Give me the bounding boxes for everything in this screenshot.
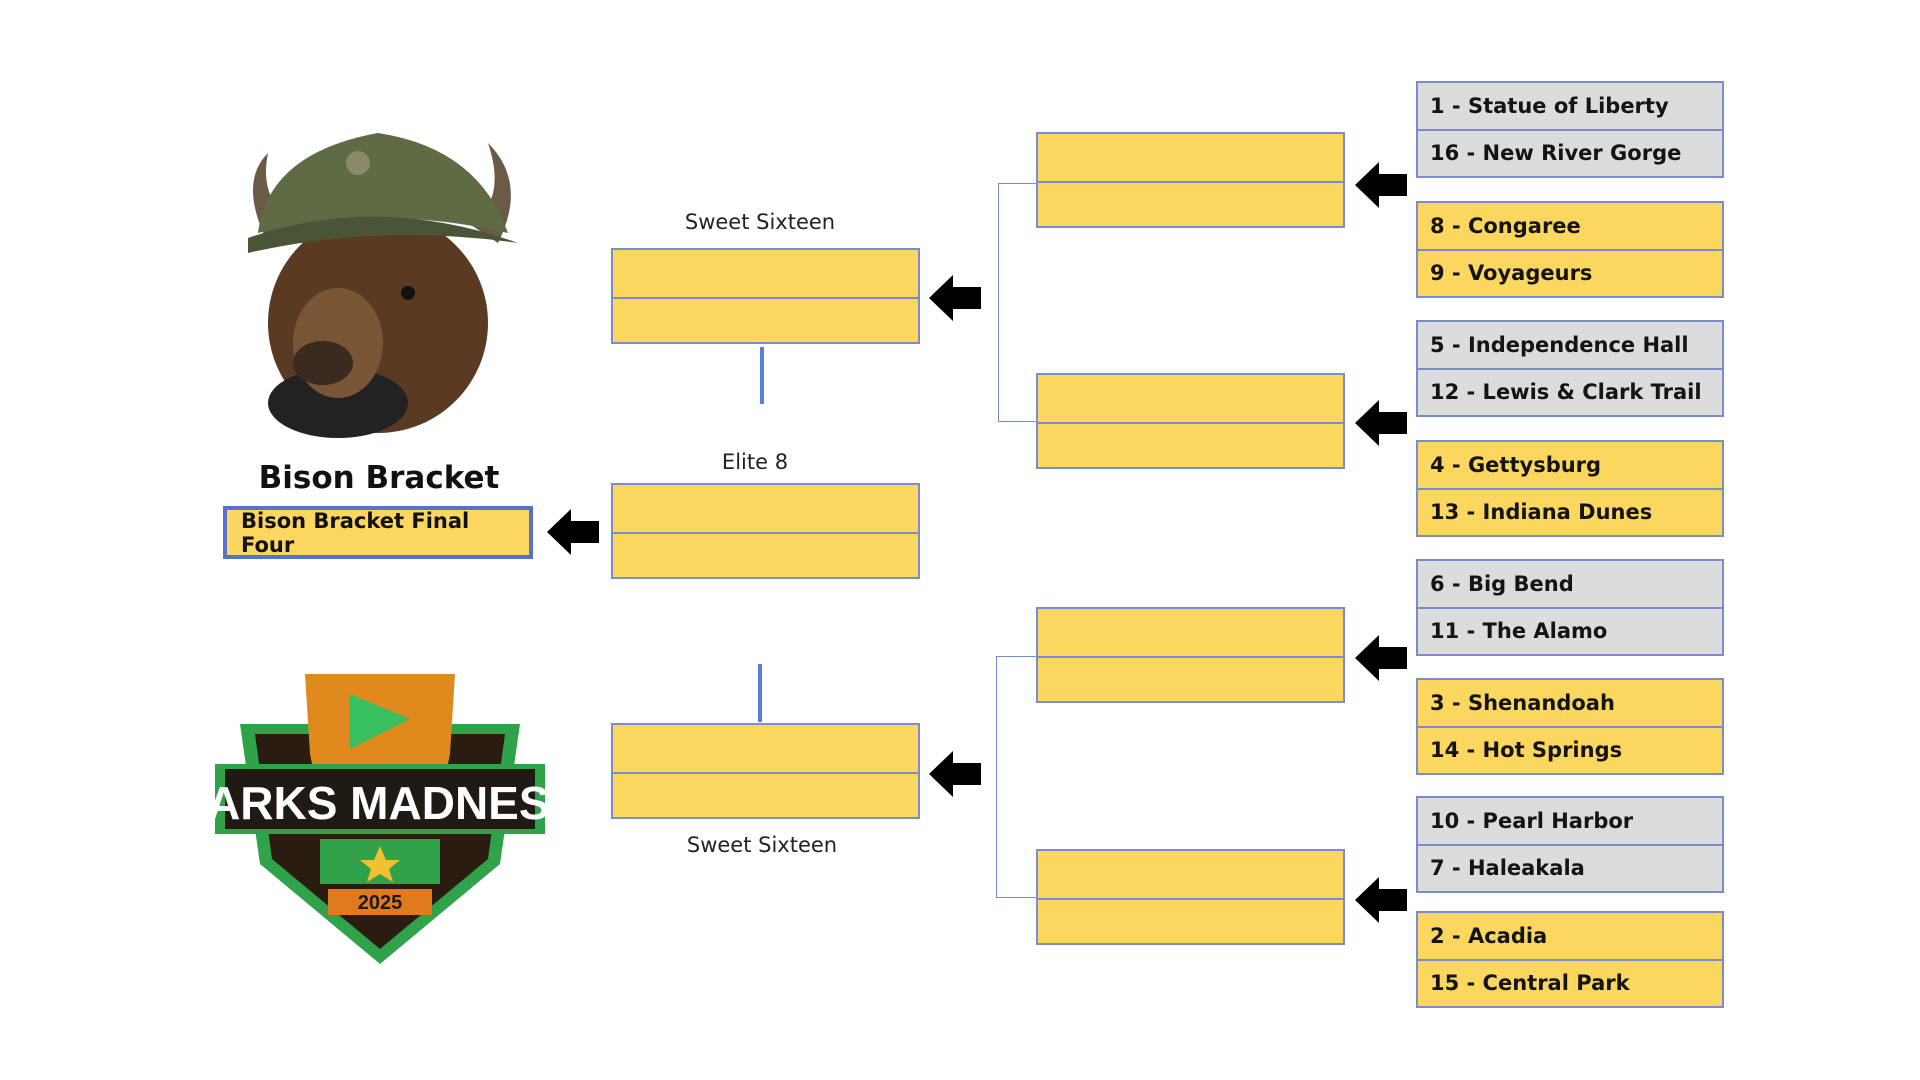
final-four-box[interactable]: Bison Bracket Final Four (223, 506, 533, 559)
team[interactable]: 11 - The Alamo (1418, 606, 1722, 655)
matchup-7: 10 - Pearl Harbor 7 - Haleakala (1416, 796, 1724, 893)
bison-mascot-image (248, 133, 518, 438)
sweet-sixteen-top-slot[interactable] (611, 248, 920, 344)
team[interactable]: 3 - Shenandoah (1430, 690, 1615, 715)
round-32-slot[interactable] (1036, 607, 1345, 703)
arrow-left-icon (929, 275, 981, 321)
team[interactable]: 8 - Congaree (1430, 213, 1581, 238)
round-32-slot[interactable] (1036, 132, 1345, 228)
arrow-left-icon (1355, 635, 1407, 681)
team[interactable]: 7 - Haleakala (1418, 843, 1722, 892)
arrow-left-icon (1355, 877, 1407, 923)
team[interactable]: 14 - Hot Springs (1418, 725, 1722, 774)
round-32-slot[interactable] (1036, 849, 1345, 945)
team[interactable]: 5 - Independence Hall (1430, 332, 1689, 357)
matchup-2: 8 - Congaree 9 - Voyageurs (1416, 201, 1724, 298)
elite-8-label: Elite 8 (721, 450, 789, 474)
matchup-8: 2 - Acadia 15 - Central Park (1416, 911, 1724, 1008)
matchup-5: 6 - Big Bend 11 - The Alamo (1416, 559, 1724, 656)
team[interactable]: 6 - Big Bend (1430, 571, 1574, 596)
team[interactable]: 9 - Voyageurs (1418, 248, 1722, 297)
logo-year: 2025 (358, 892, 403, 914)
arrow-left-icon (1355, 400, 1407, 446)
team[interactable]: 13 - Indiana Dunes (1418, 487, 1722, 536)
connector-line (758, 664, 762, 722)
matchup-3: 5 - Independence Hall 12 - Lewis & Clark… (1416, 320, 1724, 417)
matchup-1: 1 - Statue of Liberty 16 - New River Gor… (1416, 81, 1724, 178)
bracket-title: Bison Bracket (258, 460, 500, 496)
arrow-left-icon (929, 751, 981, 797)
parks-madness-logo: PARKS MADNESS 2025 (210, 674, 550, 964)
team[interactable]: 1 - Statue of Liberty (1430, 93, 1669, 118)
team[interactable]: 12 - Lewis & Clark Trail (1418, 367, 1722, 416)
team[interactable]: 2 - Acadia (1430, 923, 1548, 948)
round-32-slot[interactable] (1036, 373, 1345, 469)
sweet-sixteen-bottom-slot[interactable] (611, 723, 920, 819)
arrow-left-icon (547, 509, 599, 555)
elite-8-slot[interactable] (611, 483, 920, 579)
bracket-connector (998, 183, 1036, 422)
team[interactable]: 4 - Gettysburg (1430, 452, 1602, 477)
team[interactable]: 15 - Central Park (1418, 958, 1722, 1007)
matchup-6: 3 - Shenandoah 14 - Hot Springs (1416, 678, 1724, 775)
logo-text: PARKS MADNESS (210, 777, 550, 829)
sweet-sixteen-bottom-label: Sweet Sixteen (686, 833, 838, 857)
sweet-sixteen-top-label: Sweet Sixteen (684, 210, 836, 234)
bracket-connector (996, 656, 1036, 898)
connector-line (760, 347, 764, 404)
matchup-4: 4 - Gettysburg 13 - Indiana Dunes (1416, 440, 1724, 537)
team[interactable]: 10 - Pearl Harbor (1430, 808, 1634, 833)
arrow-left-icon (1355, 162, 1407, 208)
team[interactable]: 16 - New River Gorge (1418, 128, 1722, 177)
